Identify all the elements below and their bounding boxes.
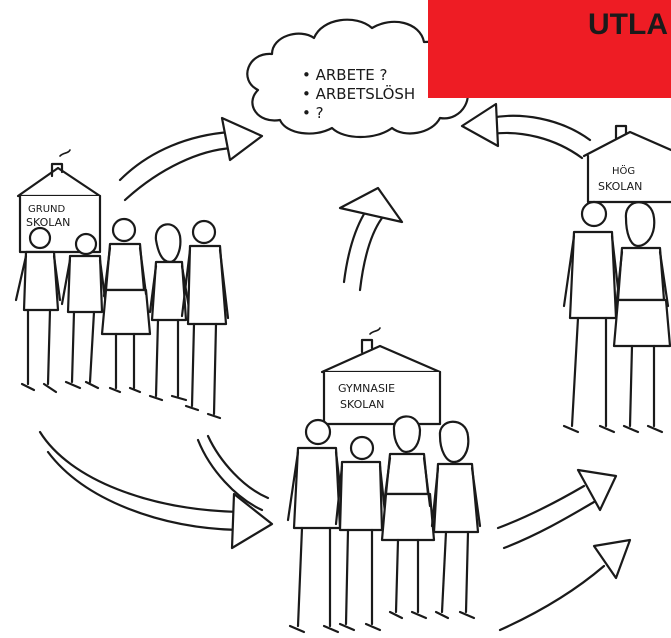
gymnasieskolan-students — [286, 415, 482, 634]
grundskolan-label-2: SKOLAN — [26, 216, 70, 229]
arrow-bottom-right — [496, 468, 618, 550]
hogskolan-label-2: SKOLAN — [598, 180, 642, 193]
title-banner: UTLA — [428, 0, 671, 98]
arrow-center-up — [338, 186, 404, 292]
gymnasieskolan-house: GYMNASIE SKOLAN — [320, 327, 442, 426]
gymnasieskolan-label-1: GYMNASIE — [338, 382, 395, 395]
cloud-item-1: • ARBETE ? — [302, 66, 387, 84]
person — [286, 418, 346, 634]
cloud-item-2: • ARBETSLÖSH — [302, 84, 415, 103]
person — [148, 223, 192, 402]
arrow-to-cloud-left — [118, 116, 264, 202]
arrow-to-cloud-right — [460, 102, 592, 160]
person — [430, 420, 482, 620]
cloud-item-3: • ? — [302, 104, 324, 122]
banner-title: UTLA — [588, 8, 668, 41]
gymnasieskolan-label-2: SKOLAN — [340, 398, 384, 411]
arrow-bottom-left — [38, 430, 274, 550]
arrow-bottom-right-lower — [498, 538, 632, 632]
person — [14, 226, 62, 394]
arrow-inner-left — [196, 434, 270, 512]
person — [562, 200, 622, 434]
person — [180, 219, 230, 420]
person — [100, 217, 152, 394]
hogskolan-house: HÖG SKOLAN — [582, 124, 671, 204]
grundskolan-label-1: GRUND — [28, 204, 65, 215]
person — [380, 415, 436, 620]
hogskolan-students — [562, 200, 671, 434]
person — [612, 201, 671, 434]
grundskolan-students — [14, 217, 230, 420]
hogskolan-label-1: HÖG — [612, 164, 635, 177]
person — [60, 232, 108, 390]
person — [334, 435, 388, 632]
